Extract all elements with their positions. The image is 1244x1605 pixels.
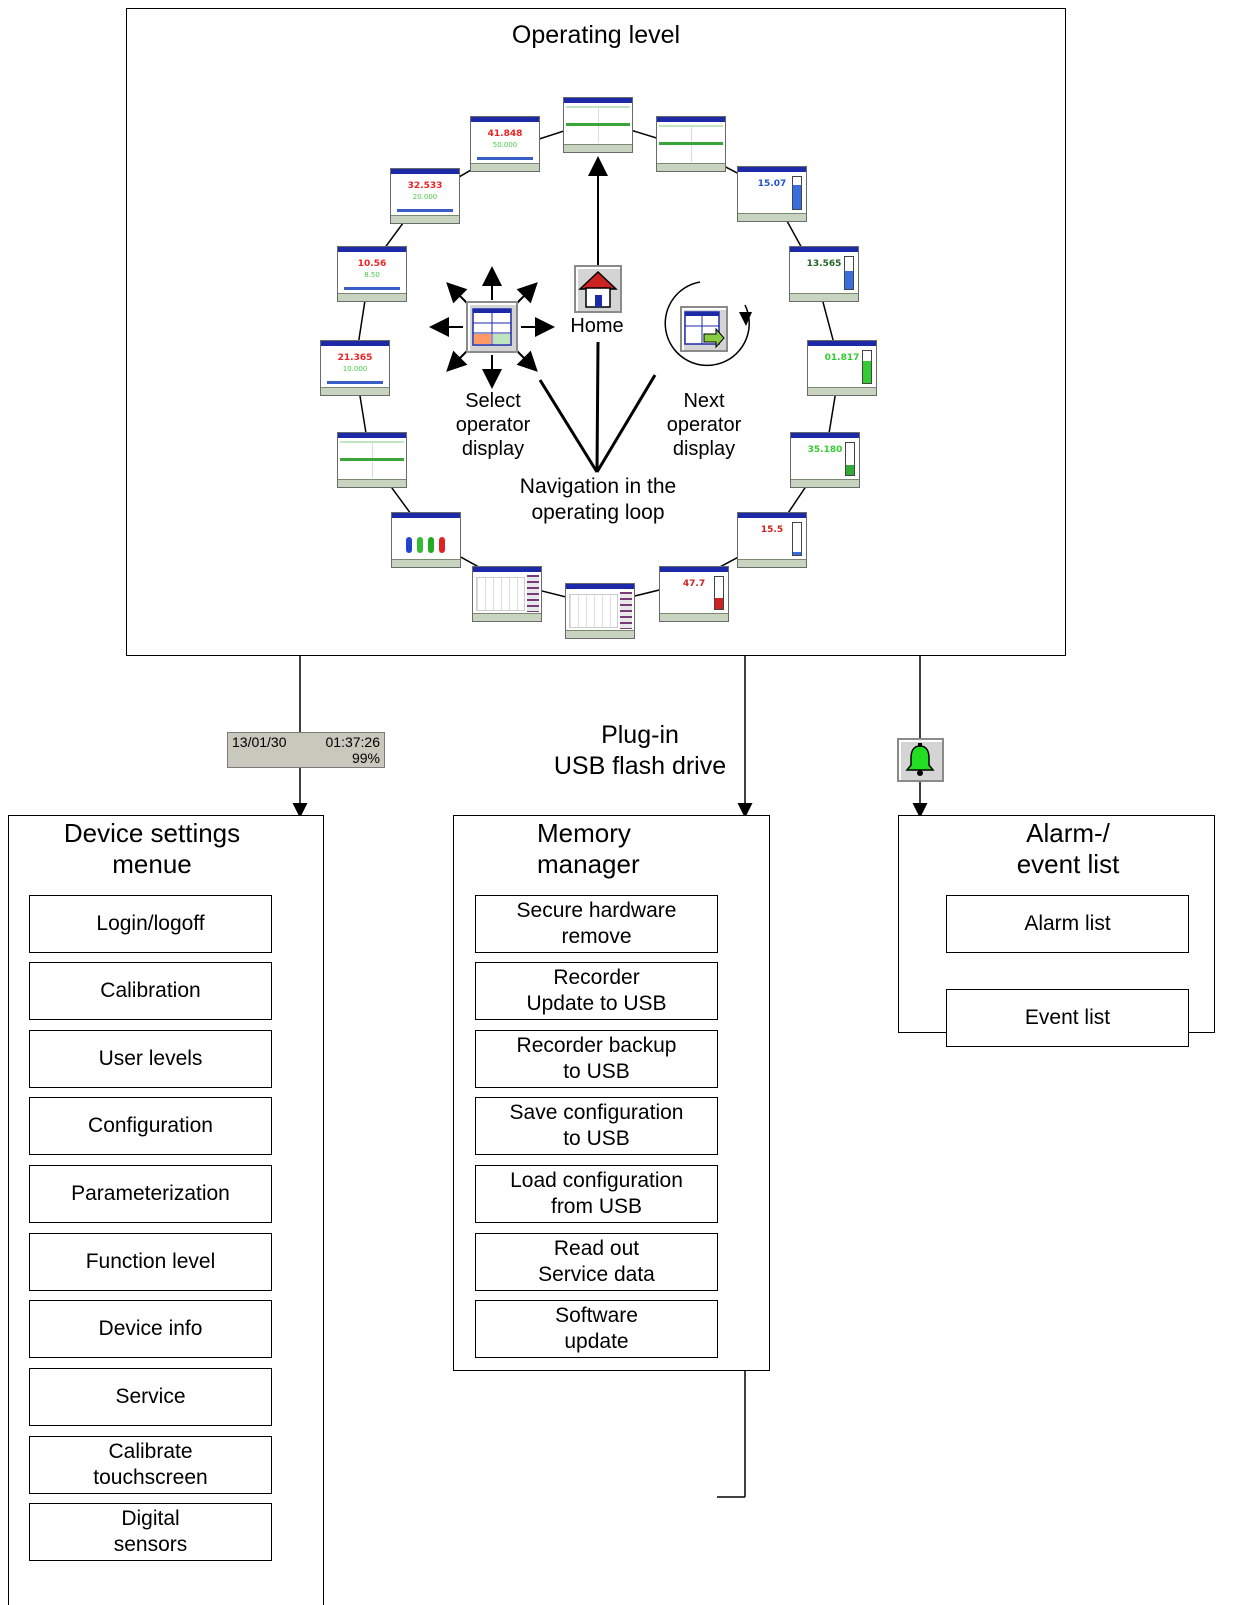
thumbnail-value: 21.365	[337, 353, 373, 363]
memory-manager-item[interactable]: Recorder backup to USB	[475, 1030, 718, 1088]
select-display-label: Select operator display	[455, 390, 531, 460]
status-percent: 99%	[351, 750, 380, 766]
home-icon[interactable]	[574, 265, 622, 313]
operator-display-thumbnail[interactable]	[472, 566, 542, 622]
memory-manager-item[interactable]: Secure hardware remove	[475, 895, 718, 953]
device-settings-item[interactable]: Function level	[29, 1233, 272, 1291]
operator-display-thumbnail[interactable]: 15.5	[737, 512, 807, 568]
next-display-icon[interactable]	[680, 306, 728, 352]
operator-display-thumbnail[interactable]: 01.817	[807, 340, 877, 396]
status-date: 13/01/30	[232, 734, 287, 750]
status-bar[interactable]: 13/01/30 01:37:26 99%	[227, 732, 385, 768]
thumbnail-value: 41.848	[487, 129, 523, 139]
alarm-event-item[interactable]: Alarm list	[946, 895, 1189, 953]
operator-display-thumbnail[interactable]: 41.848 50.000	[470, 116, 540, 172]
alarm-event-title: Alarm-/ event list	[1016, 818, 1120, 879]
memory-manager-item[interactable]: Save configuration to USB	[475, 1097, 718, 1155]
thumbnail-value: 47.7	[682, 579, 706, 589]
thumbnail-value: 01.817	[824, 353, 860, 363]
device-settings-item[interactable]: Calibration	[29, 962, 272, 1020]
memory-manager-item[interactable]: Load configuration from USB	[475, 1165, 718, 1223]
bell-icon[interactable]	[897, 738, 944, 782]
memory-manager-title: Memory manager	[537, 818, 640, 879]
thumbnail-value: 32.533	[407, 181, 443, 191]
thumbnail-value: 35.180	[807, 445, 843, 455]
memory-manager-item[interactable]: Read out Service data	[475, 1233, 718, 1291]
thumbnail-value: 13.565	[806, 259, 842, 269]
status-time: 01:37:26	[325, 734, 381, 750]
home-label: Home	[570, 315, 624, 337]
device-settings-item[interactable]: Service	[29, 1368, 272, 1426]
device-settings-item[interactable]: Digital sensors	[29, 1503, 272, 1561]
thumbnail-subvalue: 8.50	[364, 271, 380, 279]
operator-display-thumbnail[interactable]: 32.533 20.000	[390, 168, 460, 224]
device-settings-item[interactable]: Configuration	[29, 1097, 272, 1155]
operator-display-thumbnail[interactable]: 47.7	[659, 566, 729, 622]
operator-display-thumbnail[interactable]	[337, 432, 407, 488]
alarm-event-item[interactable]: Event list	[946, 989, 1189, 1047]
next-display-label: Next operator display	[666, 390, 742, 460]
operator-display-thumbnail[interactable]: 15.07	[737, 166, 807, 222]
operator-display-thumbnail[interactable]	[391, 512, 461, 568]
operator-display-thumbnail[interactable]: 35.180	[790, 432, 860, 488]
operator-display-thumbnail[interactable]	[565, 583, 635, 639]
thumbnail-subvalue: 50.000	[492, 141, 518, 149]
device-settings-item[interactable]: Device info	[29, 1300, 272, 1358]
device-settings-item[interactable]: User levels	[29, 1030, 272, 1088]
operator-display-thumbnail[interactable]	[656, 116, 726, 172]
device-settings-title: Device settings menue	[63, 818, 241, 879]
device-settings-item[interactable]: Login/logoff	[29, 895, 272, 953]
operator-display-thumbnail[interactable]: 21.365 10.000	[320, 340, 390, 396]
thumbnail-subvalue: 20.000	[412, 193, 438, 201]
thumbnail-value: 15.5	[760, 525, 784, 535]
navigation-label: Navigation in the operating loop	[519, 475, 677, 524]
device-settings-item[interactable]: Parameterization	[29, 1165, 272, 1223]
operator-display-thumbnail[interactable]: 13.565	[789, 246, 859, 302]
usb-label: Plug-in USB flash drive	[553, 721, 727, 780]
memory-manager-item[interactable]: Recorder Update to USB	[475, 962, 718, 1020]
operating-level-title: Operating level	[511, 21, 681, 49]
thumbnail-value: 10.56	[357, 259, 387, 269]
operating-level-frame	[126, 8, 1066, 656]
device-settings-item[interactable]: Calibrate touchscreen	[29, 1436, 272, 1494]
thumbnail-value: 15.07	[757, 179, 787, 189]
operator-display-thumbnail[interactable]	[563, 97, 633, 153]
select-display-icon[interactable]	[466, 301, 518, 353]
operator-display-thumbnail[interactable]: 10.56 8.50	[337, 246, 407, 302]
thumbnail-subvalue: 10.000	[342, 365, 368, 373]
memory-manager-item[interactable]: Software update	[475, 1300, 718, 1358]
